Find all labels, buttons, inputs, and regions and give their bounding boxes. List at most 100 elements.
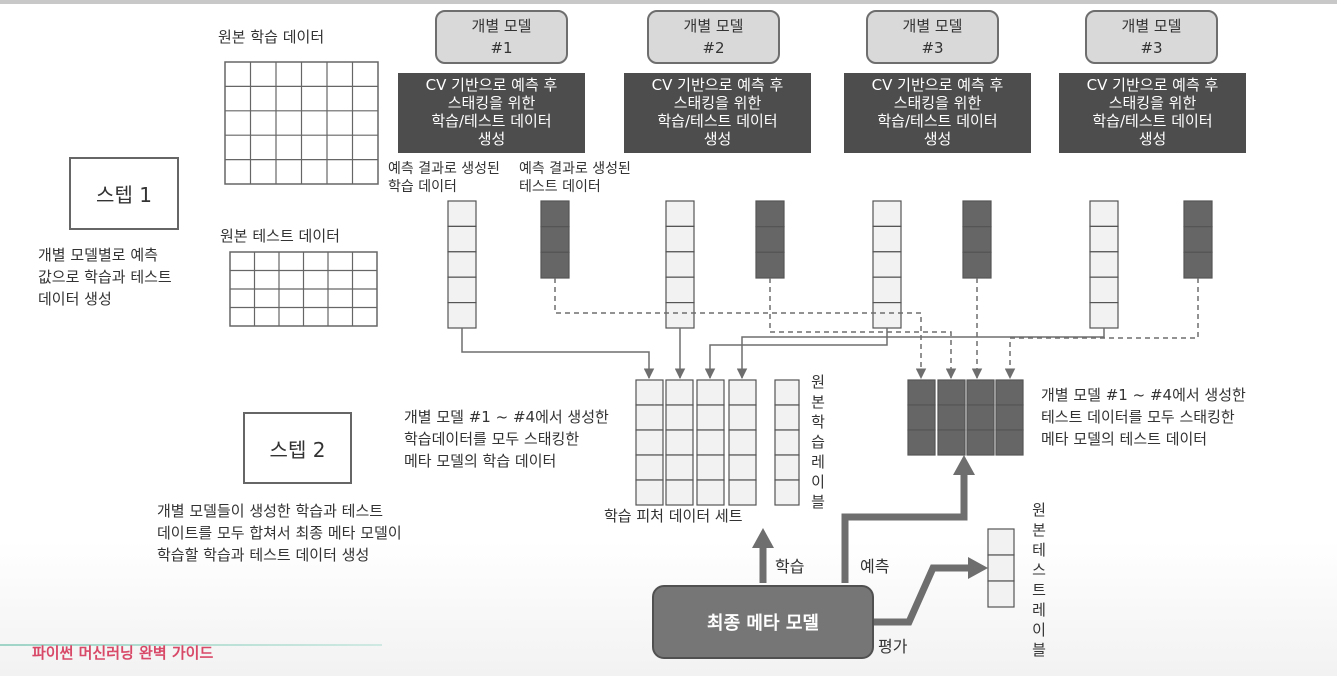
meta-test-desc: 개별 모델 #1 ~ #4에서 생성한 테스트 데이터를 모두 스태킹한 메타 …: [1041, 386, 1246, 448]
pred-train-col-4-cell: [1089, 225, 1119, 253]
pred-train-col-3-cell: [872, 302, 902, 329]
orig-train-label-col-cell: [774, 429, 800, 456]
meta-test-col-3: [966, 379, 995, 456]
meta-test-col-3-cell: [966, 379, 995, 406]
meta-test-col-4: [995, 379, 1024, 456]
meta-train-col-4: [728, 379, 757, 506]
pred-train-col-4-cell: [1089, 200, 1119, 227]
model-title: 개별 모델: [902, 17, 963, 35]
meta-train-col-1-cell: [635, 429, 664, 456]
meta-train-col-2-cell: [665, 479, 694, 506]
pred-test-col-2: [755, 200, 785, 279]
meta-train-col-2-cell: [665, 429, 694, 456]
model-box-1: 개별 모델 #1: [435, 10, 568, 64]
meta-test-col-2-cell: [937, 404, 966, 431]
pred-train-col-1-cell: [447, 251, 477, 278]
test-connector-2: [769, 278, 957, 380]
pred-test-col-1-cell: [540, 226, 570, 253]
train-connector-4: [736, 328, 1105, 380]
orig-train-grid: [224, 61, 379, 185]
pred-test-col-1: [540, 200, 570, 279]
pred-train-col-1-cell: [447, 276, 477, 304]
cv-box-4: CV 기반으로 예측 후 스태킹을 위한 학습/테스트 데이터 생성: [1059, 73, 1246, 153]
pred-test-col-4-cell: [1183, 200, 1213, 228]
feature-set-label: 학습 피처 데이터 세트: [604, 507, 743, 525]
predict-arrow-head: [953, 455, 975, 475]
pred-train-col-3-cell: [872, 200, 902, 227]
meta-train-col-4-cell: [728, 404, 757, 431]
orig-test-label-col: [987, 528, 1015, 608]
train-connector-3: [704, 328, 888, 380]
model-number: #3: [921, 39, 944, 57]
final-meta-model: 최종 메타 모델: [652, 585, 874, 659]
learn-arrow-head: [752, 528, 774, 548]
evaluate-label: 평가: [878, 637, 908, 656]
step-2-title: 스텝 2: [269, 437, 326, 462]
pred-train-col-4-cell: [1089, 251, 1119, 278]
footer-brand: 파이썬 머신러닝 완벽 가이드: [32, 644, 214, 662]
pred-train-col-1: [447, 200, 477, 329]
pred-train-col-4-cell: [1089, 276, 1119, 304]
orig-test-label-vertical: 원본테스트레이블: [1032, 501, 1046, 659]
orig-train-label-col-cell: [774, 379, 800, 406]
predict-arrow-shaft: [841, 472, 968, 583]
pred-test-col-4: [1183, 200, 1213, 279]
pred-train-label: 예측 결과로 생성된 학습 데이터: [388, 161, 500, 195]
model-title: 개별 모델: [471, 17, 532, 35]
pred-train-col-3-cell: [872, 251, 902, 278]
orig-train-label-col: [774, 379, 800, 506]
pred-test-col-2-cell: [755, 251, 785, 279]
pred-train-col-1-cell: [447, 302, 477, 329]
pred-test-col-3-cell: [962, 200, 992, 228]
orig-train-label-col-cell: [774, 479, 800, 506]
pred-train-col-1-cell: [447, 200, 477, 227]
orig-test-grid: [229, 251, 378, 327]
orig-train-label-col-cell: [774, 454, 800, 481]
meta-train-col-4-cell: [728, 454, 757, 481]
pred-train-col-1-cell: [447, 225, 477, 253]
meta-test-col-2-cell: [937, 379, 966, 406]
pred-test-col-1-cell: [540, 200, 570, 228]
step-1-title: 스텝 1: [96, 183, 152, 207]
meta-test-col-1-cell: [907, 379, 936, 406]
orig-test-label-col-cell: [987, 580, 1015, 608]
model-number: #3: [1140, 39, 1163, 57]
meta-train-col-3: [696, 379, 725, 506]
model-number: #2: [702, 39, 725, 57]
pred-train-col-2-cell: [665, 200, 695, 227]
model-number: #1: [490, 39, 513, 57]
step-1-desc: 개별 모델별로 예측 값으로 학습과 테스트 데이터 생성: [38, 246, 172, 308]
pred-test-col-2-cell: [755, 200, 785, 228]
step-2-box: 스텝 2: [243, 412, 352, 484]
evaluate-arrow-shaft: [872, 564, 971, 626]
pred-train-col-3-cell: [872, 276, 902, 304]
meta-test-col-4-cell: [995, 429, 1024, 456]
model-box-3: 개별 모델 #3: [866, 10, 999, 64]
test-connector-4: [1004, 278, 1199, 380]
pred-test-col-3-cell: [962, 251, 992, 279]
pred-train-col-3-cell: [872, 225, 902, 253]
meta-train-col-3-cell: [696, 429, 725, 456]
meta-test-col-2: [937, 379, 966, 456]
meta-train-col-4-cell: [728, 479, 757, 506]
final-meta-model-label: 최종 메타 모델: [707, 613, 819, 634]
pred-test-col-3-cell: [962, 226, 992, 253]
learn-label: 학습: [775, 557, 805, 576]
meta-train-col-1-cell: [635, 454, 664, 481]
pred-test-label: 예측 결과로 생성된 테스트 데이터: [519, 161, 631, 195]
meta-train-col-3-cell: [696, 479, 725, 506]
pred-train-col-2-cell: [665, 225, 695, 253]
meta-train-col-2-cell: [665, 404, 694, 431]
model-title: 개별 모델: [683, 17, 744, 35]
model-box-2: 개별 모델 #2: [647, 10, 780, 64]
step-2-desc: 개별 모델들이 생성한 학습과 테스트 데이트를 모두 합쳐서 최종 메타 모델…: [157, 502, 402, 564]
cv-box-3: CV 기반으로 예측 후 스태킹을 위한 학습/테스트 데이터 생성: [844, 73, 1031, 153]
pred-train-col-3: [872, 200, 902, 329]
cv-box-1: CV 기반으로 예측 후 스태킹을 위한 학습/테스트 데이터 생성: [398, 73, 585, 153]
model-box-4: 개별 모델 #3: [1085, 10, 1218, 64]
pred-train-col-4: [1089, 200, 1119, 329]
step-1-box: 스텝 1: [69, 157, 179, 230]
meta-train-col-2: [665, 379, 694, 506]
orig-train-label-col-cell: [774, 404, 800, 431]
meta-train-desc: 개별 모델 #1 ~ #4에서 생성한 학습데이터를 모두 스태킹한 메타 모델…: [404, 408, 609, 470]
